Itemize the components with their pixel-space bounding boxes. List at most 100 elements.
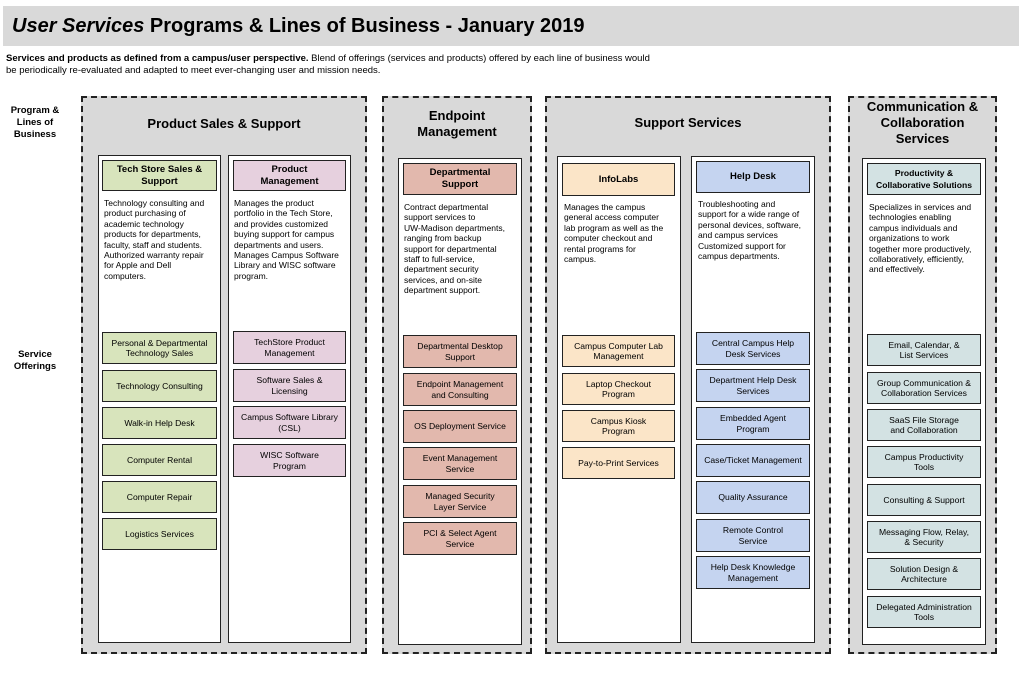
offering-line: Department Help Desk: [709, 375, 797, 385]
desc-line: Manages Campus Software: [234, 250, 339, 261]
desc-line: department support.: [404, 285, 481, 296]
group-title-endpoint: Endpoint Management: [382, 108, 532, 140]
offering-box: Computer Rental: [102, 444, 217, 476]
offering-line: Collaboration Services: [881, 388, 967, 398]
offering-line: Tools: [913, 612, 935, 622]
offering-line: Service: [445, 463, 475, 474]
offering-line: Help Desk Knowledge: [710, 562, 796, 572]
offering-line: OS Deployment Service: [414, 421, 506, 432]
desc-line: Specializes in services and: [869, 202, 972, 212]
offering-box: Logistics Services: [102, 518, 217, 550]
offering-line: Tools: [913, 462, 935, 472]
offering-line: Services: [736, 385, 770, 396]
desc-line: support for departmental: [404, 243, 497, 254]
label-line: Business: [13, 129, 57, 140]
offering-line: Managed Security: [425, 491, 495, 501]
offering-line: Campus Computer Lab: [574, 340, 663, 351]
offering-line: Service: [738, 535, 768, 546]
desc-line: personal devices, software,: [698, 219, 801, 230]
productivity-head: Productivity &Collaborative Solutions: [867, 163, 981, 195]
group-title-communication: Communication & Collaboration Services: [848, 99, 997, 147]
offering-box: Computer Repair: [102, 481, 217, 513]
offering-line: Laptop Checkout: [586, 378, 651, 389]
desc-line: computer checkout and: [564, 233, 653, 244]
label-line: Lines of: [16, 117, 54, 128]
help-desk-description: Troubleshooting and support for a wide r…: [698, 199, 814, 261]
head-line: Support: [141, 175, 178, 187]
offering-line: Campus Kiosk: [590, 415, 647, 426]
offering-line: Technology Consulting: [116, 380, 203, 391]
group-title-support: Support Services: [545, 115, 831, 131]
label-line: Offerings: [13, 361, 57, 372]
desc-line: technologies enabling: [869, 212, 952, 223]
offering-box: Email, Calendar, &List Services: [867, 334, 981, 366]
group-title-line: Product Sales & Support: [147, 116, 301, 131]
offering-box: Software Sales &Licensing: [233, 369, 346, 402]
offering-line: Central Campus Help: [711, 338, 795, 348]
offering-box: Case/Ticket Management: [696, 444, 810, 477]
infolabs-head: InfoLabs: [562, 163, 675, 196]
desc-line: Authorized warranty repair: [104, 250, 204, 261]
offering-line: Messaging Flow, Relay,: [878, 526, 970, 537]
offering-line: Departmental Desktop: [417, 341, 503, 351]
offering-box: Group Communication &Collaboration Servi…: [867, 372, 981, 404]
desc-line: program.: [234, 270, 269, 281]
desc-line: and effectively.: [869, 264, 925, 275]
offering-line: Support: [444, 351, 476, 362]
offering-line: Case/Ticket Management: [704, 455, 802, 466]
group-title-line: Services: [895, 131, 950, 146]
offering-line: Management: [727, 572, 779, 583]
desc-line: UW-Madison departments,: [404, 222, 505, 233]
head-line: Collaborative Solutions: [876, 180, 972, 190]
group-title-line: Support Services: [634, 115, 742, 130]
desc-line: portfolio in the Tech Store,: [234, 208, 333, 219]
offering-box: Pay-to-Print Services: [562, 447, 675, 479]
offering-line: Embedded Agent: [720, 413, 786, 423]
desc-line: and campus services: [698, 230, 778, 241]
desc-line: together more productively,: [869, 243, 972, 254]
offering-line: Management: [593, 351, 644, 361]
desc-line: Troubleshooting and: [698, 199, 776, 209]
desc-line: Manages the product: [234, 198, 314, 208]
offering-line: PCI & Select Agent: [423, 528, 497, 538]
offering-box: Campus Software Library(CSL): [233, 406, 346, 439]
head-line: InfoLabs: [598, 173, 639, 185]
desc-line: rental programs for: [564, 243, 636, 254]
offering-box: Messaging Flow, Relay,& Security: [867, 521, 981, 553]
title-rest: Programs & Lines of Business - January 2…: [149, 15, 585, 37]
group-title-product-sales: Product Sales & Support: [81, 116, 367, 132]
desc-line: faculty, staff and students.: [104, 239, 202, 250]
offering-line: Logistics Services: [125, 528, 194, 539]
offering-line: TechStore Product: [254, 337, 325, 347]
intro-line-1: Blend of offerings (services and product…: [311, 53, 650, 64]
offering-box: Technology Consulting: [102, 370, 217, 402]
offering-line: Consulting & Support: [883, 494, 965, 505]
label-line: Service: [18, 349, 52, 360]
offering-box: Walk-in Help Desk: [102, 407, 217, 439]
offering-line: Group Communication &: [876, 377, 972, 388]
desc-line: collaboratively, efficiently,: [869, 254, 964, 265]
group-title-line: Collaboration: [880, 115, 965, 130]
desc-line: for Apple and Dell: [104, 260, 172, 271]
offering-line: Program: [602, 389, 635, 399]
offering-line: List Services: [899, 350, 949, 360]
offering-line: SaaS File Storage: [889, 414, 959, 425]
offering-line: Quality Assurance: [718, 492, 788, 503]
offering-line: Layer Service: [433, 501, 487, 512]
offering-line: (CSL): [278, 422, 301, 433]
group-title-line: Endpoint: [428, 108, 486, 123]
help-desk-head: Help Desk: [696, 161, 810, 193]
desc-line: staff to full-service,: [404, 254, 475, 265]
offering-line: Service: [445, 538, 475, 549]
